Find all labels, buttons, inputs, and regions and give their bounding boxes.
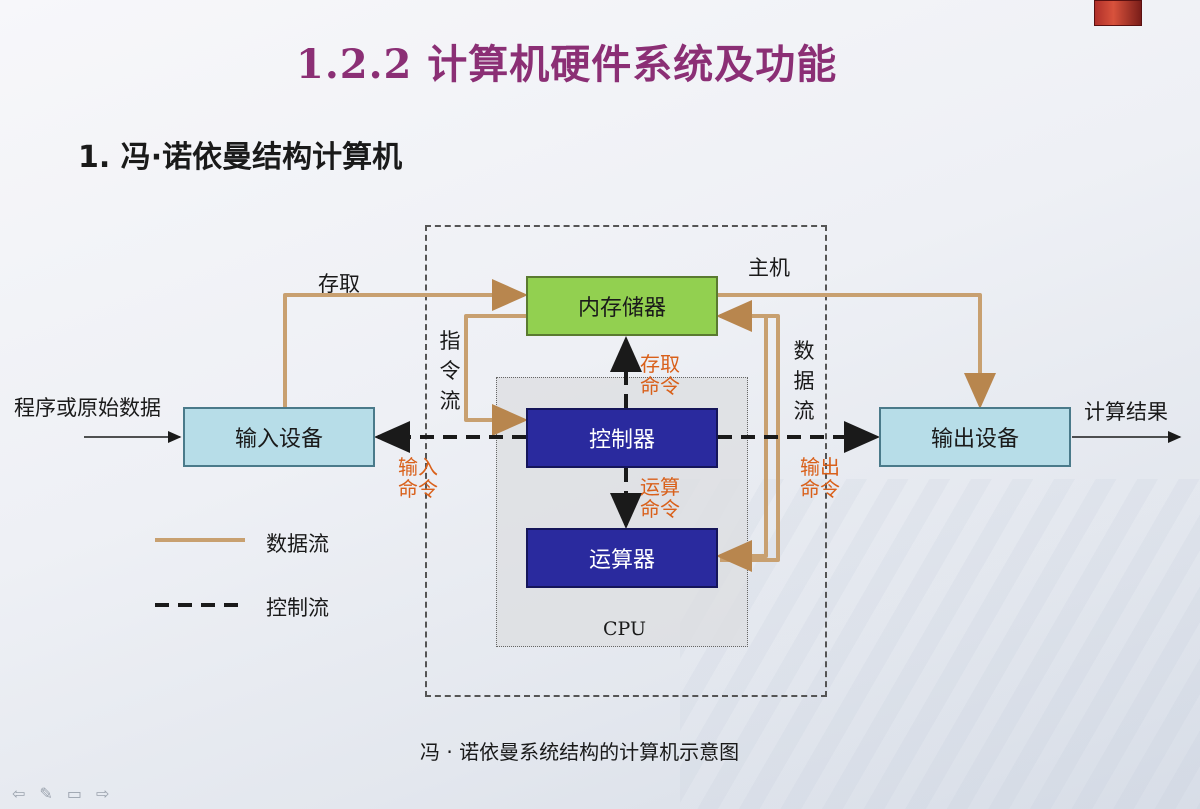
memory-unit: 内存储器 [526, 276, 718, 336]
slide-nav-bar: ⇦ ✎ ▭ ⇨ [12, 784, 109, 803]
alu-command-label: 运算 命令 [640, 475, 680, 521]
slide-title: 1.2.2 计算机硬件系统及功能 [296, 41, 838, 88]
data-flow-input-to-memory [283, 279, 528, 407]
instruction-flow-memory-to-control [464, 314, 528, 436]
data-flow-memory-to-alu [716, 316, 768, 572]
instruction-flow-label: 指令流 [439, 329, 461, 413]
host-label: 主机 [748, 256, 790, 280]
alu-unit: 运算器 [526, 528, 718, 588]
input-command-label: 输入 命令 [398, 455, 438, 501]
control-unit: 控制器 [526, 408, 718, 468]
data-flow-vertical-label: 数据流 [793, 339, 815, 423]
data-flow-memory-to-output [718, 293, 996, 409]
pen-icon[interactable]: ✎ [39, 784, 53, 803]
output-device: 输出设备 [879, 407, 1071, 467]
access-command-label: 存取 命令 [640, 352, 680, 398]
back-arrow-icon[interactable]: ⇦ [12, 784, 26, 803]
output-command-label: 输出 命令 [800, 455, 840, 501]
output-result-label: 计算结果 [1084, 400, 1168, 424]
book-cover-thumbnail [1094, 0, 1142, 26]
forward-arrow-icon[interactable]: ⇨ [95, 784, 110, 803]
legend-control-flow-label: 控制流 [266, 596, 329, 620]
slide-subtitle: 1. 冯·诺依曼结构计算机 [78, 140, 403, 175]
access-label: 存取 [318, 272, 360, 296]
menu-icon[interactable]: ▭ [66, 784, 82, 803]
cpu-label: CPU [603, 618, 647, 640]
host-boundary [425, 225, 827, 697]
legend-data-flow-label: 数据流 [266, 532, 329, 556]
input-source-label: 程序或原始数据 [14, 396, 161, 420]
input-device: 输入设备 [183, 407, 375, 467]
diagram-caption: 冯 · 诺依曼系统结构的计算机示意图 [420, 740, 740, 764]
